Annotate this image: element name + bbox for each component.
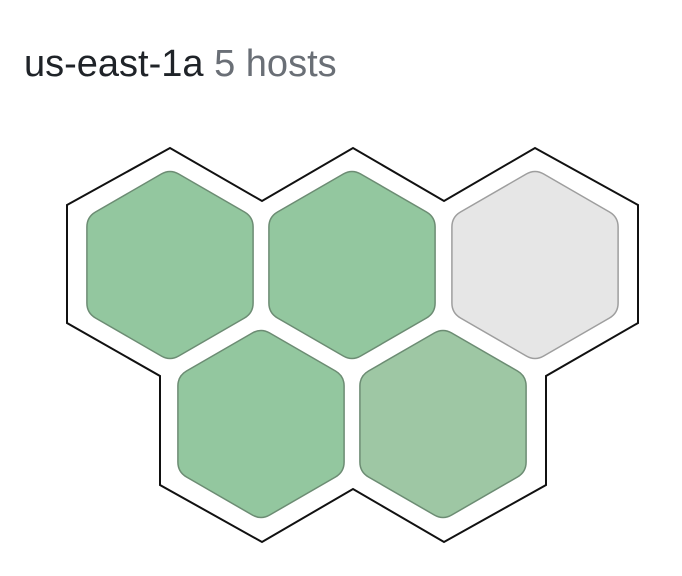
host-hex-host-1[interactable] [86, 170, 254, 360]
zone-name: us-east-1a [24, 43, 204, 85]
host-count: 5 hosts [214, 43, 337, 85]
host-hex-host-4[interactable] [177, 329, 345, 519]
host-hex-host-5[interactable] [359, 329, 527, 519]
host-hex-host-2[interactable] [268, 170, 436, 360]
host-hex-host-3[interactable] [451, 170, 619, 360]
host-hex-layer [86, 170, 619, 519]
zone-header: us-east-1a 5 hosts [24, 40, 337, 88]
